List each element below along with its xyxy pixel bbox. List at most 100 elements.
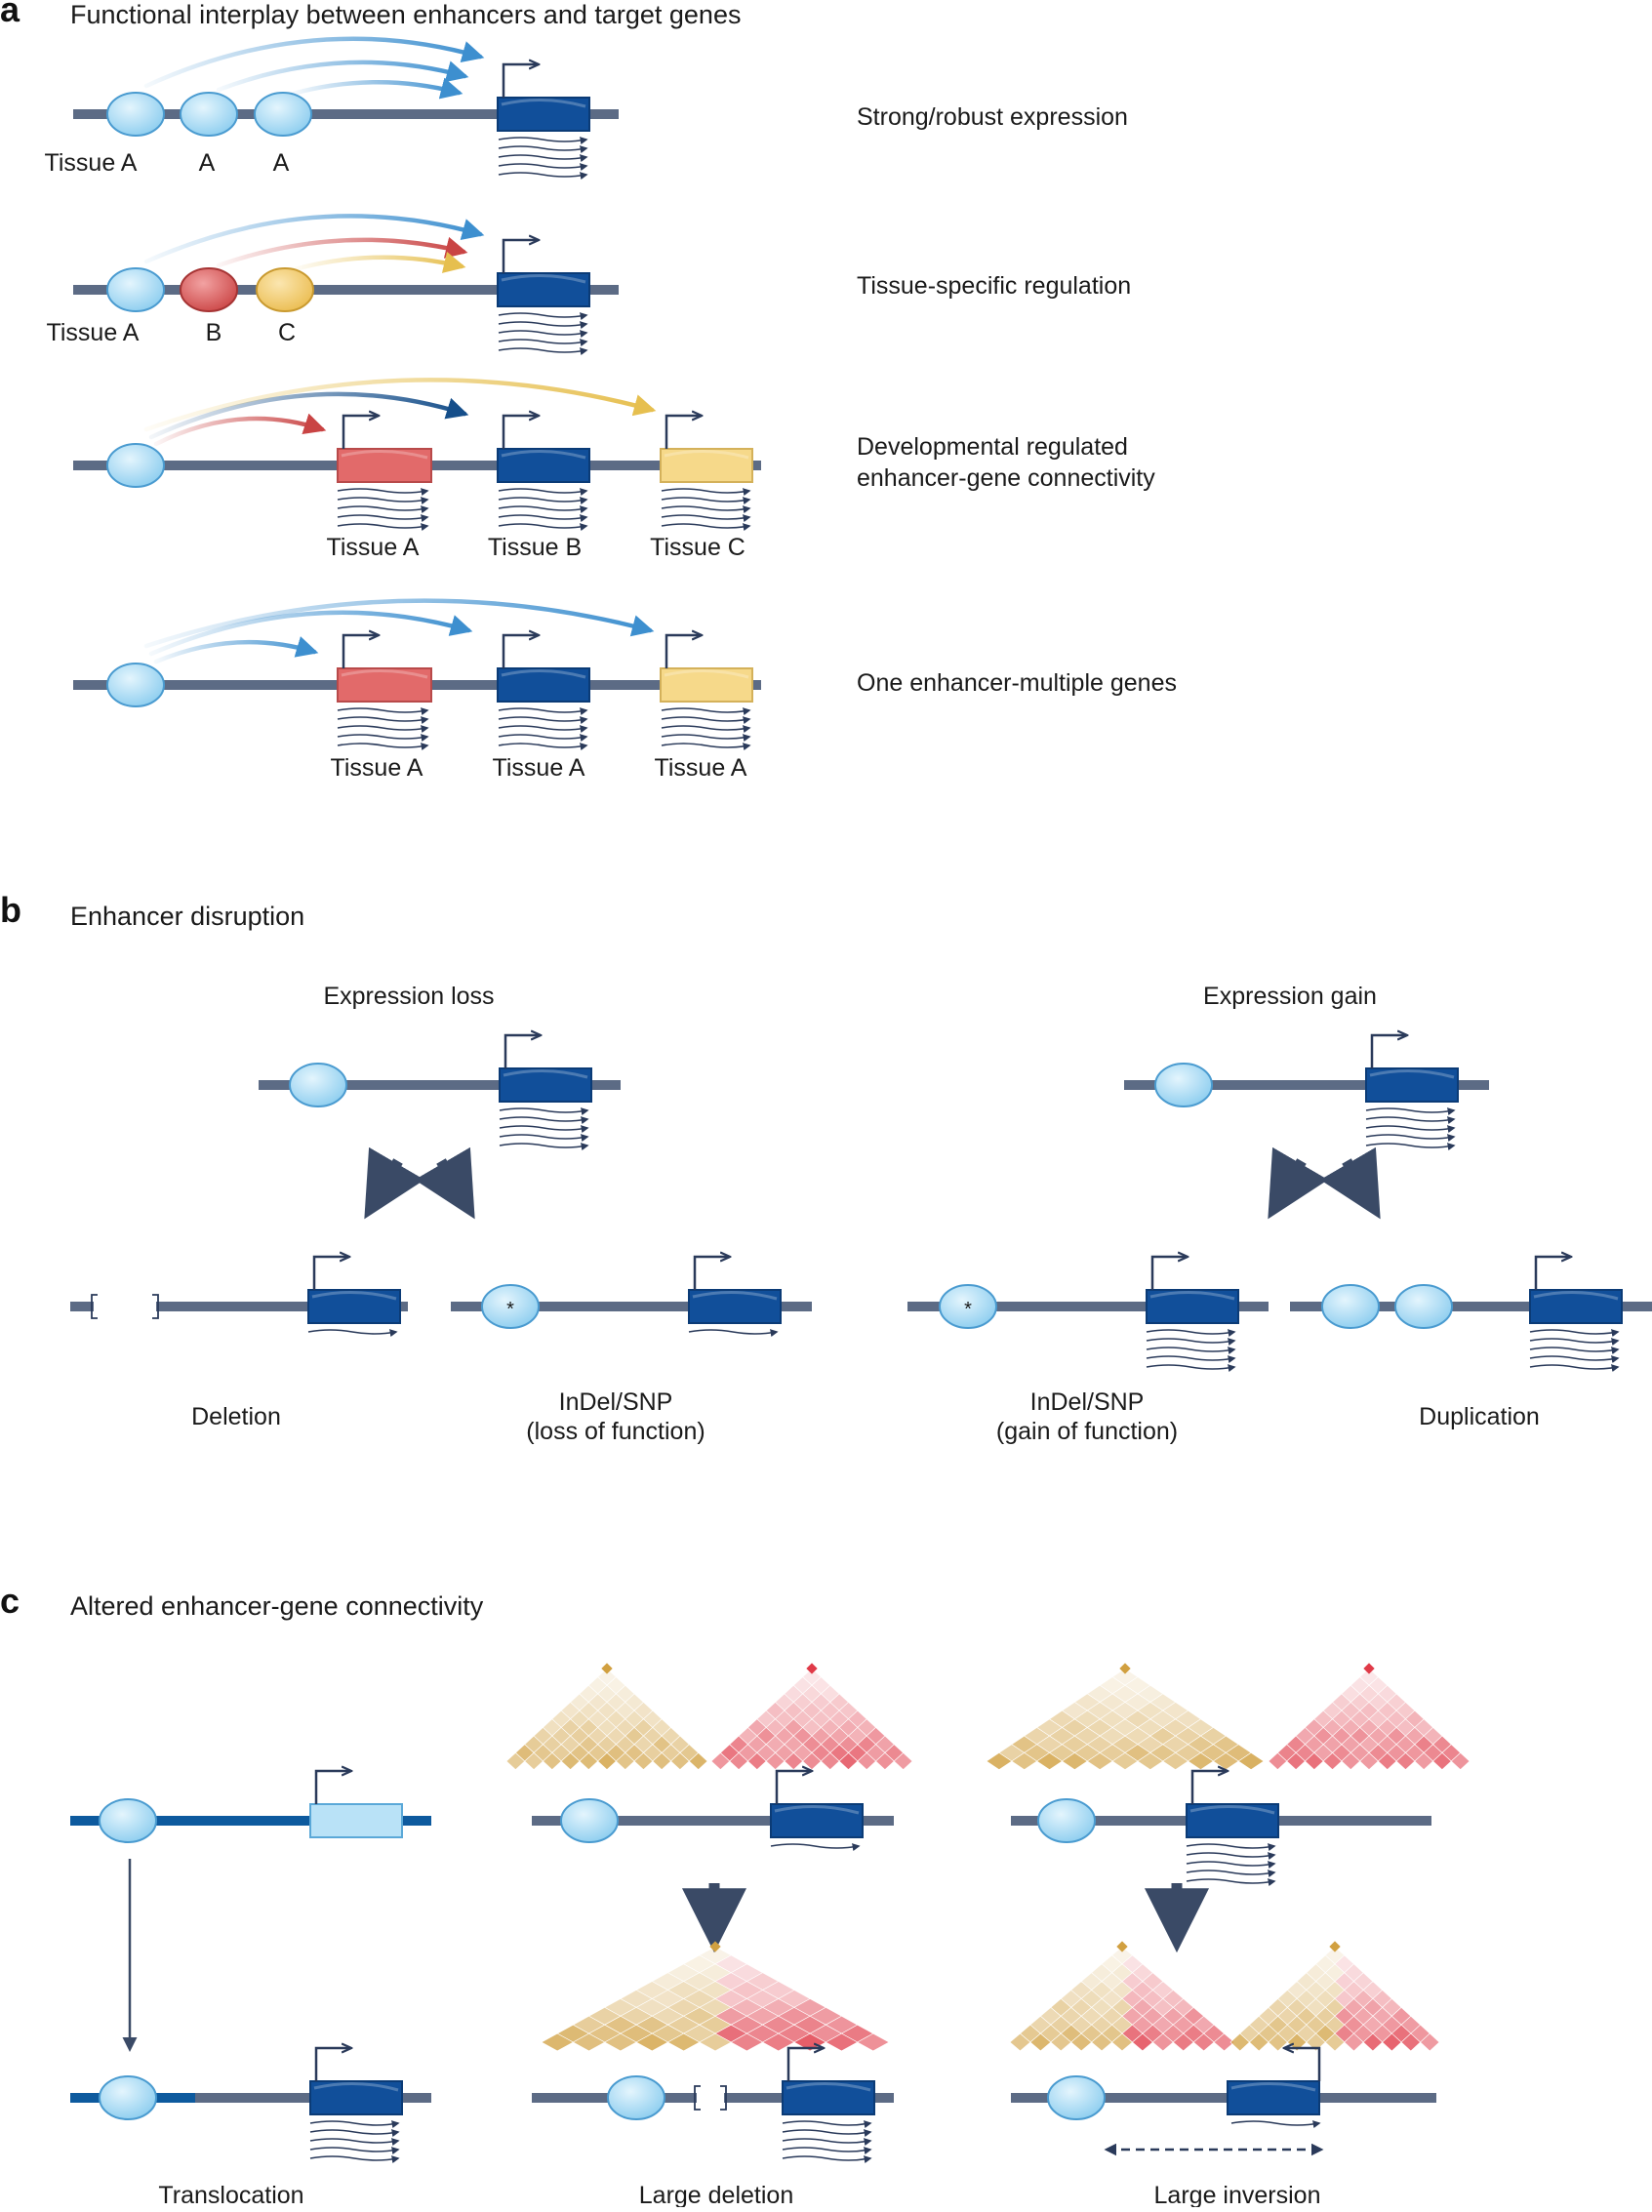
deletion-gap bbox=[697, 2091, 724, 2105]
transcript-arrow bbox=[688, 1329, 779, 1338]
enhancer bbox=[939, 1284, 997, 1329]
expression-loss-title: Expression loss bbox=[323, 983, 494, 1010]
hic-cell bbox=[670, 1751, 690, 1771]
transcript-arrow bbox=[770, 1843, 861, 1852]
row3-label-3: Tissue C bbox=[650, 534, 745, 561]
gene-box bbox=[497, 448, 590, 483]
gene-box bbox=[1365, 1067, 1459, 1103]
transcript-arrow bbox=[499, 1134, 589, 1143]
transcript-arrow bbox=[499, 1107, 589, 1116]
promoter-arrow bbox=[1190, 1771, 1226, 1804]
transcript-arrow bbox=[661, 523, 751, 532]
hic-cell bbox=[543, 1751, 562, 1771]
hic-cell bbox=[1286, 2032, 1308, 2052]
promoter-arrow bbox=[1534, 1257, 1569, 1290]
promoter-arrow bbox=[502, 64, 537, 98]
transcript-arrow bbox=[498, 725, 588, 734]
hic-cell bbox=[1162, 1751, 1189, 1771]
snp-mark-gain: * bbox=[964, 1299, 972, 1320]
transcript-arrow bbox=[498, 137, 588, 145]
gene-box bbox=[337, 448, 432, 483]
large-deletion-label: Large deletion bbox=[639, 2182, 793, 2207]
transcript-arrow bbox=[498, 172, 588, 181]
transcript-arrow bbox=[661, 716, 751, 725]
transcript-arrow bbox=[498, 497, 588, 505]
hic-cell bbox=[1111, 2032, 1133, 2052]
hic-cell bbox=[505, 1751, 526, 1771]
transcript-arrow bbox=[337, 725, 429, 734]
transcript-arrow bbox=[309, 2138, 400, 2147]
transcript-arrow bbox=[498, 716, 588, 725]
indel-gain-label-line2: (gain of function) bbox=[996, 1418, 1178, 1445]
promoter-arrow bbox=[314, 2048, 349, 2081]
transcript-arrow bbox=[337, 488, 429, 497]
row2-label-2: B bbox=[206, 319, 222, 346]
transcript-arrow bbox=[498, 339, 588, 347]
hic-cell bbox=[761, 2032, 795, 2052]
regulation-arc bbox=[148, 610, 473, 657]
transcript-arrow bbox=[661, 514, 751, 523]
transcript-arrow bbox=[1146, 1364, 1236, 1373]
hic-cell bbox=[710, 1751, 731, 1771]
hic-cell bbox=[857, 1751, 876, 1771]
gene-highlight bbox=[501, 669, 586, 679]
hic-cell bbox=[784, 1751, 804, 1771]
transcript-arrow bbox=[498, 145, 588, 154]
tad-apex bbox=[1363, 1663, 1375, 1674]
transcript-arrow bbox=[498, 488, 588, 497]
transcript-arrow bbox=[1186, 1878, 1276, 1887]
hic-cell bbox=[1011, 1751, 1038, 1771]
hic-cell bbox=[1192, 2032, 1215, 2052]
gene-highlight bbox=[501, 450, 586, 460]
hic-cell bbox=[1091, 2032, 1113, 2052]
regulation-arc bbox=[153, 636, 319, 664]
promoter-arrow bbox=[502, 240, 537, 273]
hic-cell bbox=[1131, 2032, 1153, 2052]
transcript-arrow bbox=[498, 347, 588, 356]
transcript-arrow bbox=[307, 1329, 398, 1338]
hic-cell bbox=[615, 1751, 635, 1771]
enhancer bbox=[106, 663, 165, 707]
row4-label-3: Tissue A bbox=[655, 754, 747, 782]
gene-box bbox=[770, 1803, 864, 1838]
promoter-arrow bbox=[312, 1257, 347, 1290]
hic-cell bbox=[1341, 1751, 1361, 1771]
transcript-arrow bbox=[498, 505, 588, 514]
deletion-gap bbox=[94, 1300, 156, 1313]
transcript-arrow bbox=[1529, 1364, 1620, 1373]
transcript-arrow bbox=[498, 743, 588, 751]
hic-cell bbox=[1070, 2032, 1093, 2052]
transcript-arrow bbox=[1365, 1107, 1456, 1116]
transcript-arrow bbox=[337, 707, 429, 716]
regulation-arc bbox=[143, 598, 655, 649]
enhancer bbox=[1047, 2075, 1106, 2120]
transcript-arrow bbox=[498, 312, 588, 321]
gene-box bbox=[782, 2080, 875, 2115]
gene-box bbox=[497, 97, 590, 132]
tad-apex bbox=[709, 1941, 721, 1952]
enhancer bbox=[106, 267, 165, 312]
gene-box bbox=[688, 1289, 782, 1324]
transcript-arrow bbox=[1146, 1355, 1236, 1364]
transcript-arrow bbox=[1186, 1852, 1276, 1861]
tad-apex bbox=[806, 1663, 818, 1674]
hic-cell bbox=[1414, 1751, 1433, 1771]
row3-description-line1: Developmental regulated bbox=[857, 433, 1128, 461]
hic-cell bbox=[635, 2032, 669, 2052]
deletion-bracket-right bbox=[152, 1294, 159, 1319]
hic-cell bbox=[560, 1751, 581, 1771]
promoter-arrow bbox=[502, 635, 537, 668]
gene-highlight bbox=[501, 274, 586, 284]
regulation-arc bbox=[216, 236, 468, 268]
promoter-arrow bbox=[786, 2048, 822, 2081]
transcript-arrow bbox=[782, 2155, 872, 2164]
regulation-arc bbox=[290, 77, 463, 100]
transcript-arrow bbox=[661, 488, 751, 497]
transcript-arrow bbox=[661, 497, 751, 505]
deletion-label: Deletion bbox=[191, 1403, 281, 1430]
gene-box bbox=[497, 272, 590, 307]
transcript-arrow bbox=[498, 321, 588, 330]
gene-box bbox=[1146, 1289, 1239, 1324]
transcript-arrow bbox=[1186, 1843, 1276, 1852]
transcript-arrow bbox=[337, 505, 429, 514]
